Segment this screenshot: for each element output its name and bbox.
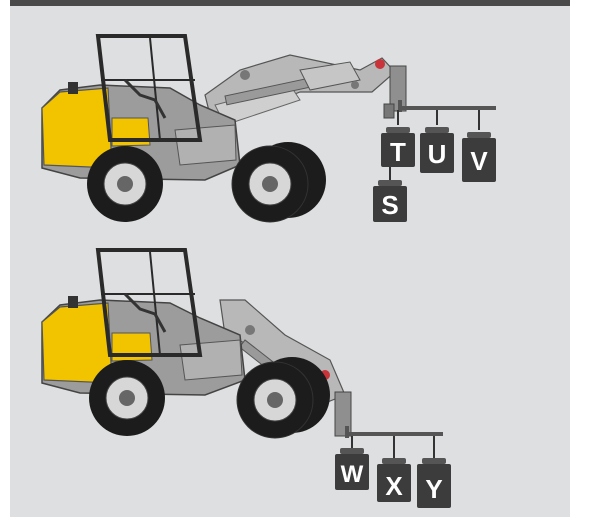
weights-raised: T U V S [373,110,496,222]
weight-x: X [377,458,411,502]
weight-label-u: U [428,139,447,169]
rear-wheel-lowered [89,360,165,436]
weight-label-s: S [381,190,398,220]
weight-label-v: V [470,146,488,176]
weight-v: V [462,132,496,182]
rear-wheel-raised [87,146,163,222]
front-wheel-raised [232,142,326,222]
weight-t: T [381,127,415,167]
weight-label-t: T [390,137,406,167]
weight-u: U [420,127,454,173]
loader-lowered: W X Y [42,250,451,508]
weight-label-x: X [385,471,403,501]
weight-y: Y [417,458,451,508]
front-wheel-lowered [237,357,330,438]
weight-s: S [373,180,407,222]
weight-w: W [335,448,369,490]
weight-label-w: W [341,461,364,488]
weights-lowered: W X Y [335,436,451,508]
weight-label-y: Y [425,474,442,504]
boom-arm-raised [205,55,496,135]
loader-raised: T U V S [42,36,496,222]
